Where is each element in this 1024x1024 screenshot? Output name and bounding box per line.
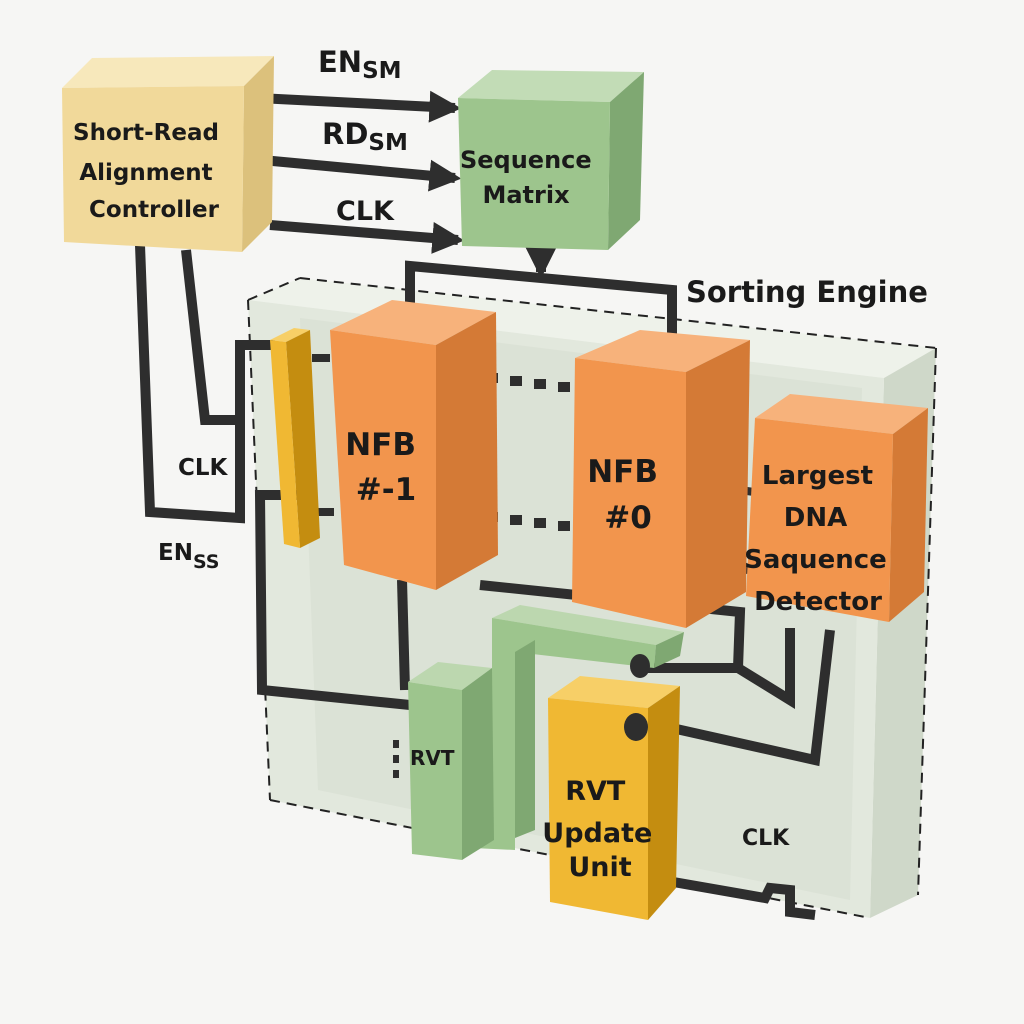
chain-dot: [534, 518, 546, 528]
detector-to-update-wire: [652, 629, 835, 767]
chain-dot: [534, 379, 546, 389]
rvt-update-unit-block: RVT Update Unit: [542, 676, 680, 920]
en-sm-wire: [257, 90, 462, 123]
controller-label-line-3: Controller: [89, 197, 220, 223]
en-ss-wire: [135, 244, 275, 524]
sorting-engine-label: Sorting Engine: [686, 275, 928, 309]
en-ss-subscript: SS: [193, 551, 220, 573]
update-unit-connector-cap: [624, 713, 648, 741]
detector-return-wire: [735, 628, 795, 709]
clk-left-label: CLK: [178, 455, 229, 481]
nfb-0-label-line-2: #0: [604, 500, 652, 536]
chain-dot: [510, 376, 522, 386]
svg-text:Largest DNA Saquen: Largest DNA Saquence Detector: [744, 461, 896, 617]
rvt-update-label-line-2: Update: [542, 818, 652, 849]
en-ss-base: EN: [158, 540, 193, 566]
input-latch-bar: [270, 328, 320, 548]
detector-label-line-2: DNA: [784, 503, 847, 533]
detector-label-line-4: Detector: [754, 587, 882, 617]
sequence-matrix-block: Sequence Matrix: [458, 70, 644, 250]
clk-top-wire: [269, 220, 465, 254]
en-ss-label: ENSS: [158, 540, 219, 573]
sequence-matrix-label-line-2: Matrix: [482, 181, 570, 209]
svg-text:Short-Read Alignment: Short-Read Alignment Controller: [73, 120, 227, 223]
svg-text:RVT Update Unit: RVT Update Unit: [542, 776, 661, 883]
rvt-update-label-line-1: RVT: [565, 776, 626, 807]
chain-dot: [393, 770, 399, 778]
detector-block: Largest DNA Saquence Detector: [744, 394, 928, 622]
chain-dot: [393, 755, 399, 763]
pipe-connector-cap: [630, 654, 650, 678]
detector-label-line-1: Largest: [762, 461, 873, 491]
svg-text:Sequence Matrix: Sequence Matrix: [460, 146, 600, 209]
rvt-update-label-line-3: Unit: [568, 852, 631, 883]
clk-left-wire: [181, 249, 240, 425]
chain-dot: [558, 521, 570, 531]
rd-sm-wire: [261, 155, 462, 192]
clk-top-label: CLK: [336, 196, 395, 227]
wires: [135, 90, 835, 920]
chain-dot: [393, 740, 399, 748]
chain-dot: [558, 382, 570, 392]
controller-label-line-2: Alignment: [79, 160, 212, 186]
en-sm-base: EN: [318, 45, 362, 79]
sequence-matrix-label-line-1: Sequence: [460, 146, 592, 174]
chain-dot: [510, 515, 522, 525]
clk-bottom-label: CLK: [742, 826, 790, 851]
nfb-minus1-label-line-2: #-1: [356, 472, 416, 508]
en-sm-subscript: SM: [362, 58, 401, 84]
nfb-minus1-block: NFB #-1: [330, 300, 498, 590]
rvt-block: RVT: [408, 605, 684, 860]
rd-sm-subscript: SM: [368, 130, 407, 156]
nfb-minus1-to-rvt-wire: [397, 579, 410, 691]
svg-text:NFB #0: NFB #0: [587, 454, 669, 536]
controller-label-line-1: Short-Read: [73, 120, 219, 146]
feedback-wire: [254, 490, 411, 710]
nfb-minus1-label-line-1: NFB: [345, 427, 416, 463]
rd-sm-base: RD: [322, 117, 368, 151]
rvt-label: RVT: [410, 746, 455, 770]
rd-sm-label: RDSM: [322, 117, 408, 156]
svg-text:NFB #-1: NFB #-1: [345, 427, 427, 508]
controller-block: Short-Read Alignment Controller: [62, 56, 274, 252]
nfb-0-label-line-1: NFB: [587, 454, 658, 490]
en-sm-label: ENSM: [318, 45, 402, 84]
detector-label-line-3: Saquence: [744, 545, 887, 575]
clk-bottom-wire: [661, 875, 816, 920]
nfb-0-block: NFB #0: [572, 330, 750, 628]
sm-distribution-bus: [405, 260, 677, 355]
